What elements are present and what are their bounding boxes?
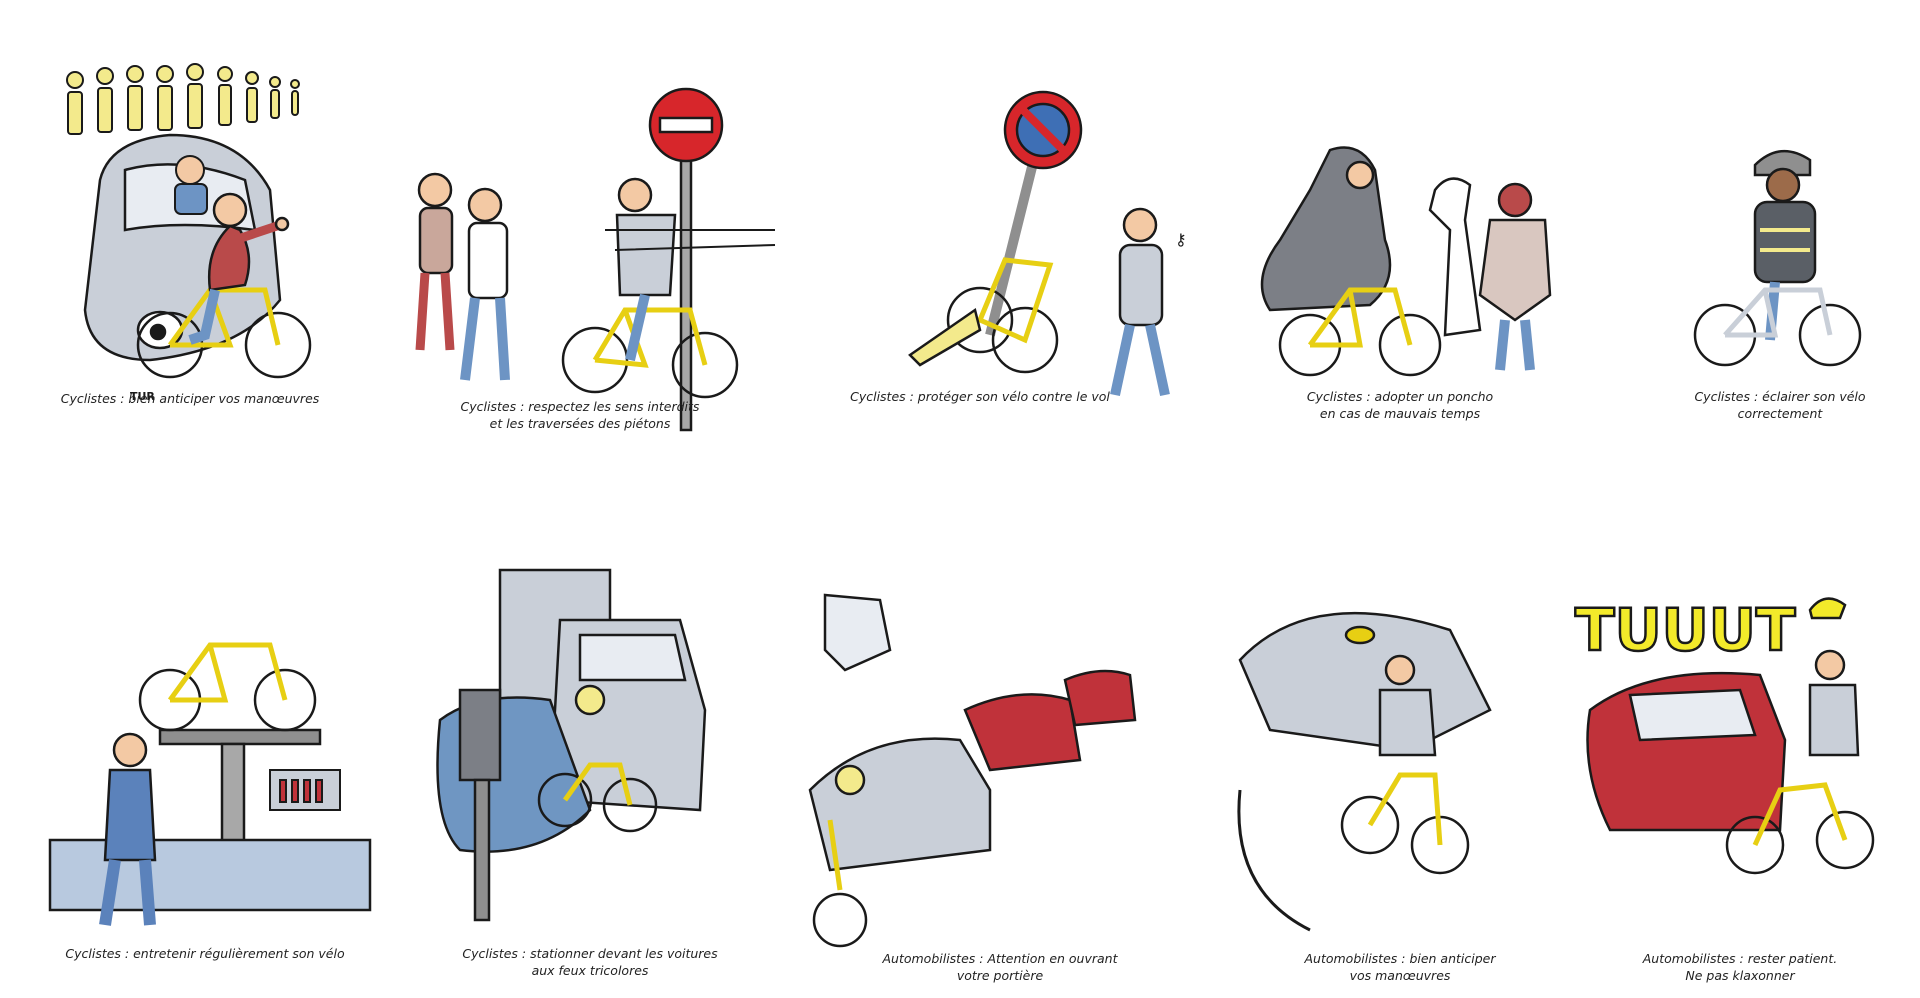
panel-patience: TUUUT Automobilistes : rester patient. N… bbox=[1570, 570, 1910, 983]
cyclist-icon bbox=[1725, 649, 1875, 875]
caption-line: Cyclistes : respectez les sens interdits bbox=[460, 399, 700, 414]
caption-line: Cyclistes : protéger son vélo contre le … bbox=[850, 389, 1110, 404]
panel-door: Automobilistes : Attention en ouvrant vo… bbox=[790, 590, 1210, 983]
caption-line: en cas de mauvais temps bbox=[1319, 406, 1481, 421]
caption-lights: Cyclistes : éclairer son vélo correcteme… bbox=[1680, 388, 1880, 422]
caption-line: vos manœuvres bbox=[1349, 968, 1451, 983]
caption-theft: Cyclistes : protéger son vélo contre le … bbox=[780, 388, 1180, 405]
panel-driver-anticipate: Automobilistes : bien anticiper vos manœ… bbox=[1230, 590, 1570, 983]
panel-theft: ⚷ Cyclistes : protéger son vélo contre l… bbox=[780, 75, 1187, 455]
driver-anticipate-illustration bbox=[1237, 611, 1492, 932]
caption-line: Automobilistes : Attention en ouvrant bbox=[882, 951, 1118, 966]
caption-line: Cyclistes : stationner devant les voitur… bbox=[462, 946, 718, 961]
bike-icon bbox=[946, 257, 1059, 374]
tools-icon bbox=[269, 769, 341, 811]
no-entry-illustration bbox=[415, 87, 776, 432]
bike-icon bbox=[138, 642, 317, 732]
patience-illustration: TUUUT bbox=[1574, 595, 1875, 875]
mechanic-icon bbox=[99, 732, 157, 926]
caption-line: Cyclistes : adopter un poncho bbox=[1306, 389, 1494, 404]
pedestrian-icon bbox=[1110, 207, 1170, 397]
car-icon bbox=[1586, 671, 1787, 832]
no-entry-sign-icon bbox=[648, 87, 724, 432]
poncho-icon bbox=[1260, 146, 1392, 312]
people-crowd-icon bbox=[66, 63, 300, 135]
caption-patience: Automobilistes : rester patient. Ne pas … bbox=[1570, 950, 1910, 984]
cyclist-icon bbox=[1340, 654, 1470, 875]
caption-line: Automobilistes : rester patient. bbox=[1642, 951, 1838, 966]
horn-text: TUUUT bbox=[1575, 596, 1796, 664]
caption-line: Cyclistes : éclairer son vélo bbox=[1694, 389, 1866, 404]
caption-no-entry: Cyclistes : respectez les sens interdits… bbox=[405, 398, 755, 432]
caption-traffic-lights: Cyclistes : stationner devant les voitur… bbox=[420, 945, 760, 979]
caption-anticipate: Cyclistes : bien anticiper vos manœuvres bbox=[30, 390, 350, 407]
caption-poncho: Cyclistes : adopter un poncho en cas de … bbox=[1250, 388, 1550, 422]
caption-line: Automobilistes : bien anticiper bbox=[1304, 951, 1496, 966]
poncho-illustration bbox=[1260, 146, 1552, 377]
person-poncho-icon bbox=[1478, 182, 1552, 371]
caption-line: aux feux tricolores bbox=[531, 963, 649, 978]
cyclist-icon bbox=[136, 192, 312, 379]
cyclist-icon bbox=[812, 764, 868, 948]
panel-no-entry: Cyclistes : respectez les sens interdits… bbox=[405, 80, 776, 460]
helmet-icon bbox=[1753, 149, 1812, 203]
llama-icon bbox=[1428, 177, 1482, 337]
traffic-light-icon bbox=[458, 688, 502, 922]
traffic-lights-illustration bbox=[436, 568, 707, 922]
door-opening-illustration bbox=[808, 593, 1137, 948]
motion-lines bbox=[605, 229, 776, 251]
road-curve bbox=[1237, 789, 1311, 932]
panel-poncho: Cyclistes : adopter un poncho en cas de … bbox=[1250, 130, 1552, 510]
bike-theft-illustration: ⚷ bbox=[908, 90, 1187, 397]
caption-line: Ne pas klaxonner bbox=[1685, 968, 1795, 983]
bike-icon bbox=[1693, 287, 1862, 367]
caption-line: Cyclistes : entretenir régulièrement son… bbox=[65, 946, 345, 961]
car-with-cyclist-illustration: TUR bbox=[66, 63, 312, 403]
panel-maintenance: Cyclistes : entretenir régulièrement son… bbox=[40, 540, 372, 980]
panel-traffic-lights: Cyclistes : stationner devant les voitur… bbox=[420, 560, 760, 980]
caption-maintenance: Cyclistes : entretenir régulièrement son… bbox=[40, 945, 370, 962]
caption-door: Automobilistes : Attention en ouvrant vo… bbox=[790, 950, 1210, 984]
horn-text-icon: TUUUT bbox=[1574, 595, 1797, 666]
pedestrian-icon bbox=[415, 172, 510, 381]
caption-driver-anticipate: Automobilistes : bien anticiper vos manœ… bbox=[1230, 950, 1570, 984]
caption-line: votre portière bbox=[956, 968, 1044, 983]
cyclist-icon bbox=[561, 177, 739, 399]
cyclist-icon bbox=[1753, 200, 1817, 341]
caption-line: et les traversées des piétons bbox=[489, 416, 671, 431]
caption-line: correctement bbox=[1737, 406, 1823, 421]
helmet-icon bbox=[1808, 597, 1847, 620]
lights-illustration bbox=[1693, 149, 1862, 367]
maintenance-illustration bbox=[48, 642, 372, 926]
lock-icon bbox=[908, 307, 982, 367]
cyclist-icon bbox=[537, 684, 658, 833]
driver-icon bbox=[174, 155, 208, 215]
signature: TUR bbox=[130, 390, 155, 403]
panel-anticipate: TUR Cyclistes : bien anticiper vos manœu… bbox=[30, 60, 350, 420]
key-icon: ⚷ bbox=[1175, 230, 1187, 249]
caption-line: Cyclistes : bien anticiper vos manœuvres bbox=[60, 391, 320, 406]
car-door-icon bbox=[823, 593, 892, 672]
panel-lights: Cyclistes : éclairer son vélo correcteme… bbox=[1680, 140, 1880, 520]
workbench-icon bbox=[48, 838, 372, 912]
bike-icon bbox=[1278, 287, 1442, 377]
no-parking-sign-icon bbox=[985, 90, 1083, 337]
car-icon bbox=[1238, 611, 1492, 752]
